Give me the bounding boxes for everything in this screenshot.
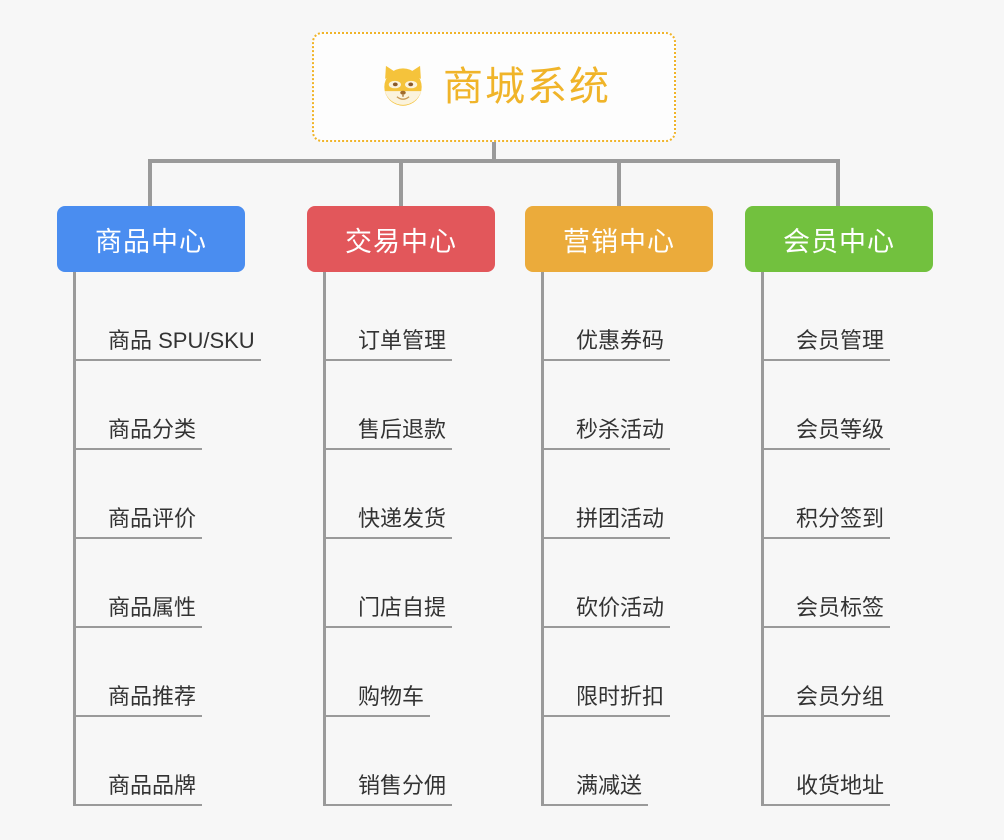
- leaf-label: 秒杀活动: [544, 417, 671, 450]
- connector-drop-2: [399, 159, 403, 209]
- list-item[interactable]: 门店自提: [326, 539, 495, 628]
- leaf-label: 门店自提: [326, 595, 453, 628]
- list-item[interactable]: 购物车: [326, 628, 495, 717]
- leaf-label: 商品属性: [76, 595, 203, 628]
- list-item[interactable]: 商品分类: [76, 361, 245, 450]
- category-header-label: 商品中心: [95, 226, 207, 257]
- leaf-label: 满减送: [544, 773, 649, 806]
- category-column-marketing: 营销中心 优惠券码 秒杀活动 拼团活动 砍价活动 限时折扣 满减送: [525, 206, 713, 806]
- leaf-label: 砍价活动: [544, 595, 671, 628]
- connector-root-stem: [492, 142, 496, 163]
- leaf-label: 订单管理: [326, 328, 453, 361]
- list-item[interactable]: 砍价活动: [544, 539, 713, 628]
- leaf-label: 优惠券码: [544, 328, 671, 361]
- list-item[interactable]: 快递发货: [326, 450, 495, 539]
- category-header-label: 会员中心: [783, 226, 895, 257]
- leaf-label: 收货地址: [764, 773, 891, 806]
- list-item[interactable]: 满减送: [544, 717, 713, 806]
- leaf-list-trade: 订单管理 售后退款 快递发货 门店自提 购物车 销售分佣: [323, 272, 495, 806]
- list-item[interactable]: 限时折扣: [544, 628, 713, 717]
- list-item[interactable]: 商品推荐: [76, 628, 245, 717]
- leaf-label: 会员标签: [764, 595, 891, 628]
- category-header-product[interactable]: 商品中心: [57, 206, 245, 272]
- list-item[interactable]: 商品评价: [76, 450, 245, 539]
- leaf-label: 快递发货: [326, 506, 453, 539]
- list-item[interactable]: 销售分佣: [326, 717, 495, 806]
- list-item[interactable]: 会员管理: [764, 272, 933, 361]
- category-header-label: 营销中心: [563, 226, 675, 257]
- leaf-label: 商品 SPU/SKU: [76, 328, 261, 361]
- category-column-member: 会员中心 会员管理 会员等级 积分签到 会员标签 会员分组 收货地址: [745, 206, 933, 806]
- list-item[interactable]: 优惠券码: [544, 272, 713, 361]
- leaf-label: 购物车: [326, 684, 431, 717]
- leaf-label: 会员管理: [764, 328, 891, 361]
- category-header-member[interactable]: 会员中心: [745, 206, 933, 272]
- connector-drop-4: [836, 159, 840, 209]
- leaf-label: 商品品牌: [76, 773, 203, 806]
- list-item[interactable]: 拼团活动: [544, 450, 713, 539]
- list-item[interactable]: 商品品牌: [76, 717, 245, 806]
- list-item[interactable]: 会员标签: [764, 539, 933, 628]
- connector-horizontal-bus: [148, 159, 840, 163]
- leaf-list-product: 商品 SPU/SKU 商品分类 商品评价 商品属性 商品推荐 商品品牌: [73, 272, 261, 806]
- leaf-label: 商品评价: [76, 506, 203, 539]
- leaf-label: 商品分类: [76, 417, 203, 450]
- category-header-trade[interactable]: 交易中心: [307, 206, 495, 272]
- leaf-label: 积分签到: [764, 506, 891, 539]
- leaf-list-member: 会员管理 会员等级 积分签到 会员标签 会员分组 收货地址: [761, 272, 933, 806]
- list-item[interactable]: 会员等级: [764, 361, 933, 450]
- list-item[interactable]: 商品 SPU/SKU: [76, 272, 261, 361]
- list-item[interactable]: 收货地址: [764, 717, 933, 806]
- category-header-marketing[interactable]: 营销中心: [525, 206, 713, 272]
- list-item[interactable]: 商品属性: [76, 539, 245, 628]
- category-column-trade: 交易中心 订单管理 售后退款 快递发货 门店自提 购物车 销售分佣: [307, 206, 495, 806]
- list-item[interactable]: 会员分组: [764, 628, 933, 717]
- connector-drop-3: [617, 159, 621, 209]
- leaf-label: 售后退款: [326, 417, 453, 450]
- list-item[interactable]: 秒杀活动: [544, 361, 713, 450]
- list-item[interactable]: 积分签到: [764, 450, 933, 539]
- root-title: 商城系统: [443, 65, 611, 109]
- root-node-shop-system[interactable]: 商城系统: [312, 32, 676, 142]
- leaf-label: 销售分佣: [326, 773, 453, 806]
- connector-drop-1: [148, 159, 152, 209]
- category-column-product: 商品中心 商品 SPU/SKU 商品分类 商品评价 商品属性 商品推荐 商品品牌: [57, 206, 261, 806]
- leaf-label: 会员等级: [764, 417, 891, 450]
- leaf-label: 拼团活动: [544, 506, 671, 539]
- category-header-label: 交易中心: [345, 226, 457, 257]
- shiba-dog-icon: [377, 61, 429, 113]
- list-item[interactable]: 订单管理: [326, 272, 495, 361]
- leaf-label: 限时折扣: [544, 684, 671, 717]
- list-item[interactable]: 售后退款: [326, 361, 495, 450]
- leaf-label: 商品推荐: [76, 684, 203, 717]
- leaf-label: 会员分组: [764, 684, 891, 717]
- leaf-list-marketing: 优惠券码 秒杀活动 拼团活动 砍价活动 限时折扣 满减送: [541, 272, 713, 806]
